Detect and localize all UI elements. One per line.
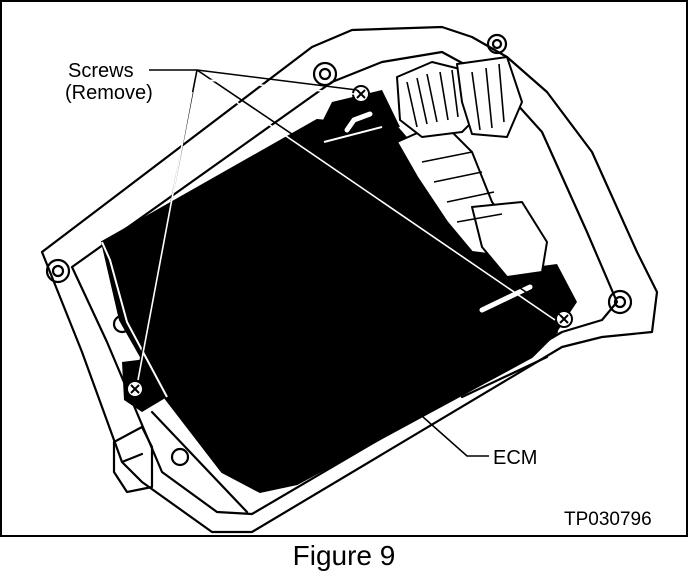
screw-left — [126, 380, 144, 398]
housing-tray — [40, 25, 659, 534]
figure-code: TP030796 — [564, 509, 652, 530]
screws-callout-label: Screws — [68, 60, 134, 82]
leader-ecm — [343, 346, 489, 457]
figure-frame: Screws (Remove) ECM TP030796 — [0, 0, 688, 537]
housing-inner-rim — [70, 50, 619, 516]
figure-caption: Figure 9 — [292, 540, 396, 571]
screw-top — [352, 85, 370, 103]
side-bracket — [112, 425, 154, 494]
module-flange-left — [122, 357, 167, 412]
mount-boss-left — [45, 258, 71, 284]
leader-screws-to-right — [196, 69, 561, 316]
remove-callout-label: (Remove) — [65, 82, 153, 104]
ecm-callout-label: ECM — [493, 447, 538, 469]
ecm-illustration — [40, 25, 659, 534]
module-flange-top — [317, 90, 400, 132]
mount-boss-top-left — [312, 61, 338, 87]
mount-boss-top-right — [486, 33, 508, 55]
mount-boss-right — [607, 289, 633, 315]
leader-screws-to-top — [196, 69, 358, 91]
